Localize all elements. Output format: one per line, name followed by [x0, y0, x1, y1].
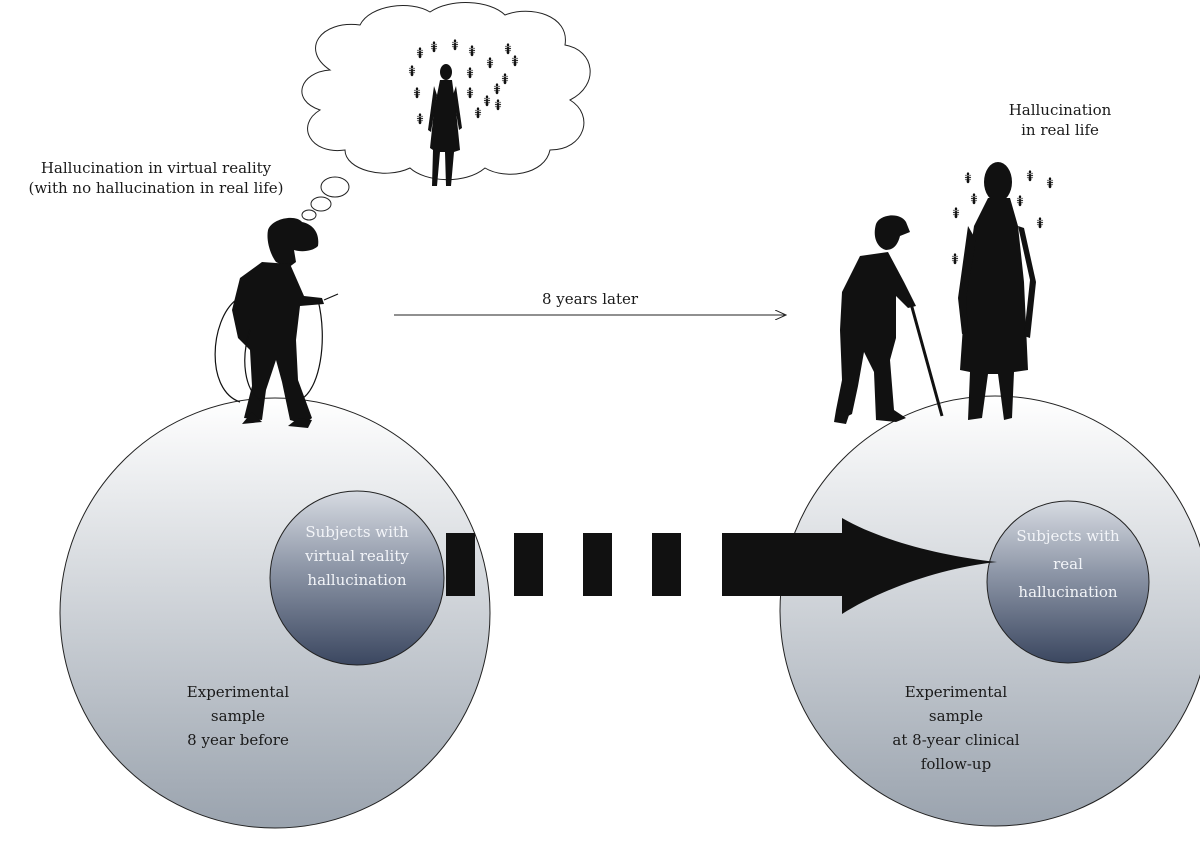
label-real-hallucination: Hallucination in real life: [1008, 101, 1112, 139]
vr-user-silhouette: [232, 217, 324, 428]
dashed-progression-arrow: [446, 518, 997, 614]
left-inner-sphere: [269, 490, 445, 666]
vr-cables: [214, 293, 339, 403]
right-outer-sphere: [779, 395, 1200, 827]
label-left-inner-group: Subjects with virtual reality hallucinat…: [305, 523, 409, 589]
label-right-inner-group: Subjects with real hallucination: [1016, 527, 1120, 601]
label-vr-hallucination: Hallucination in virtual reality (with n…: [28, 159, 284, 197]
label-left-outer-sample: Experimental sample 8 year before: [186, 683, 290, 749]
woman-in-cloud-silhouette: [428, 64, 462, 186]
right-inner-sphere: [986, 500, 1150, 664]
walking-cane: [908, 299, 944, 417]
real-woman-silhouette: [958, 162, 1036, 420]
label-time-arrow: 8 years later: [541, 290, 639, 308]
label-right-outer-sample: Experimental sample at 8-year clinical f…: [892, 683, 1020, 773]
old-man-silhouette: [834, 215, 916, 424]
